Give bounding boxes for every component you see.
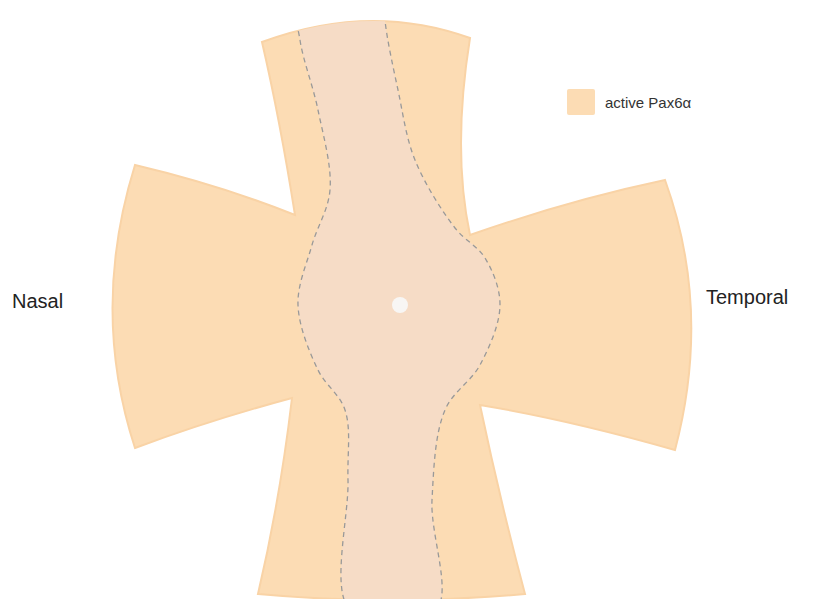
side-label: Temporal: [706, 286, 788, 309]
optic-disc: [392, 297, 408, 313]
legend-entry: active Pax6α: [567, 89, 691, 115]
side-label: Nasal: [12, 290, 63, 313]
legend-label: active Pax6α: [605, 94, 691, 111]
pax6-negative-band: [294, 0, 500, 599]
legend-swatch: [567, 89, 595, 115]
